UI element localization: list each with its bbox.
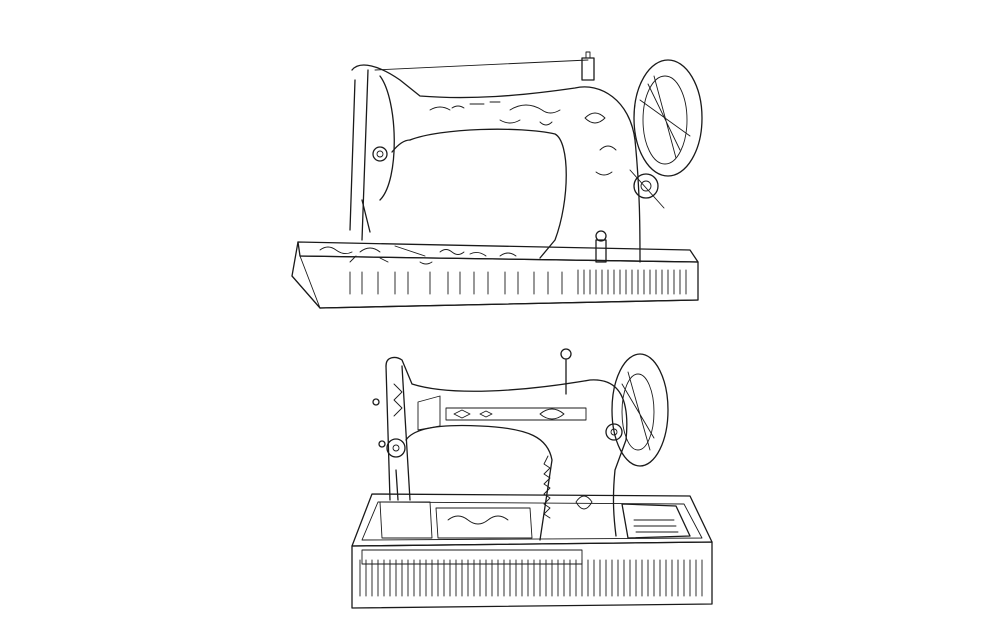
machine-arm <box>349 51 641 263</box>
hand-wheel <box>605 353 669 467</box>
machine-tray <box>351 493 713 609</box>
machine-arm <box>372 348 628 541</box>
sewing-machine-icon <box>291 51 703 309</box>
machine-base <box>291 241 699 309</box>
sewing-machine-icon <box>351 348 713 609</box>
hand-wheel <box>629 59 703 209</box>
